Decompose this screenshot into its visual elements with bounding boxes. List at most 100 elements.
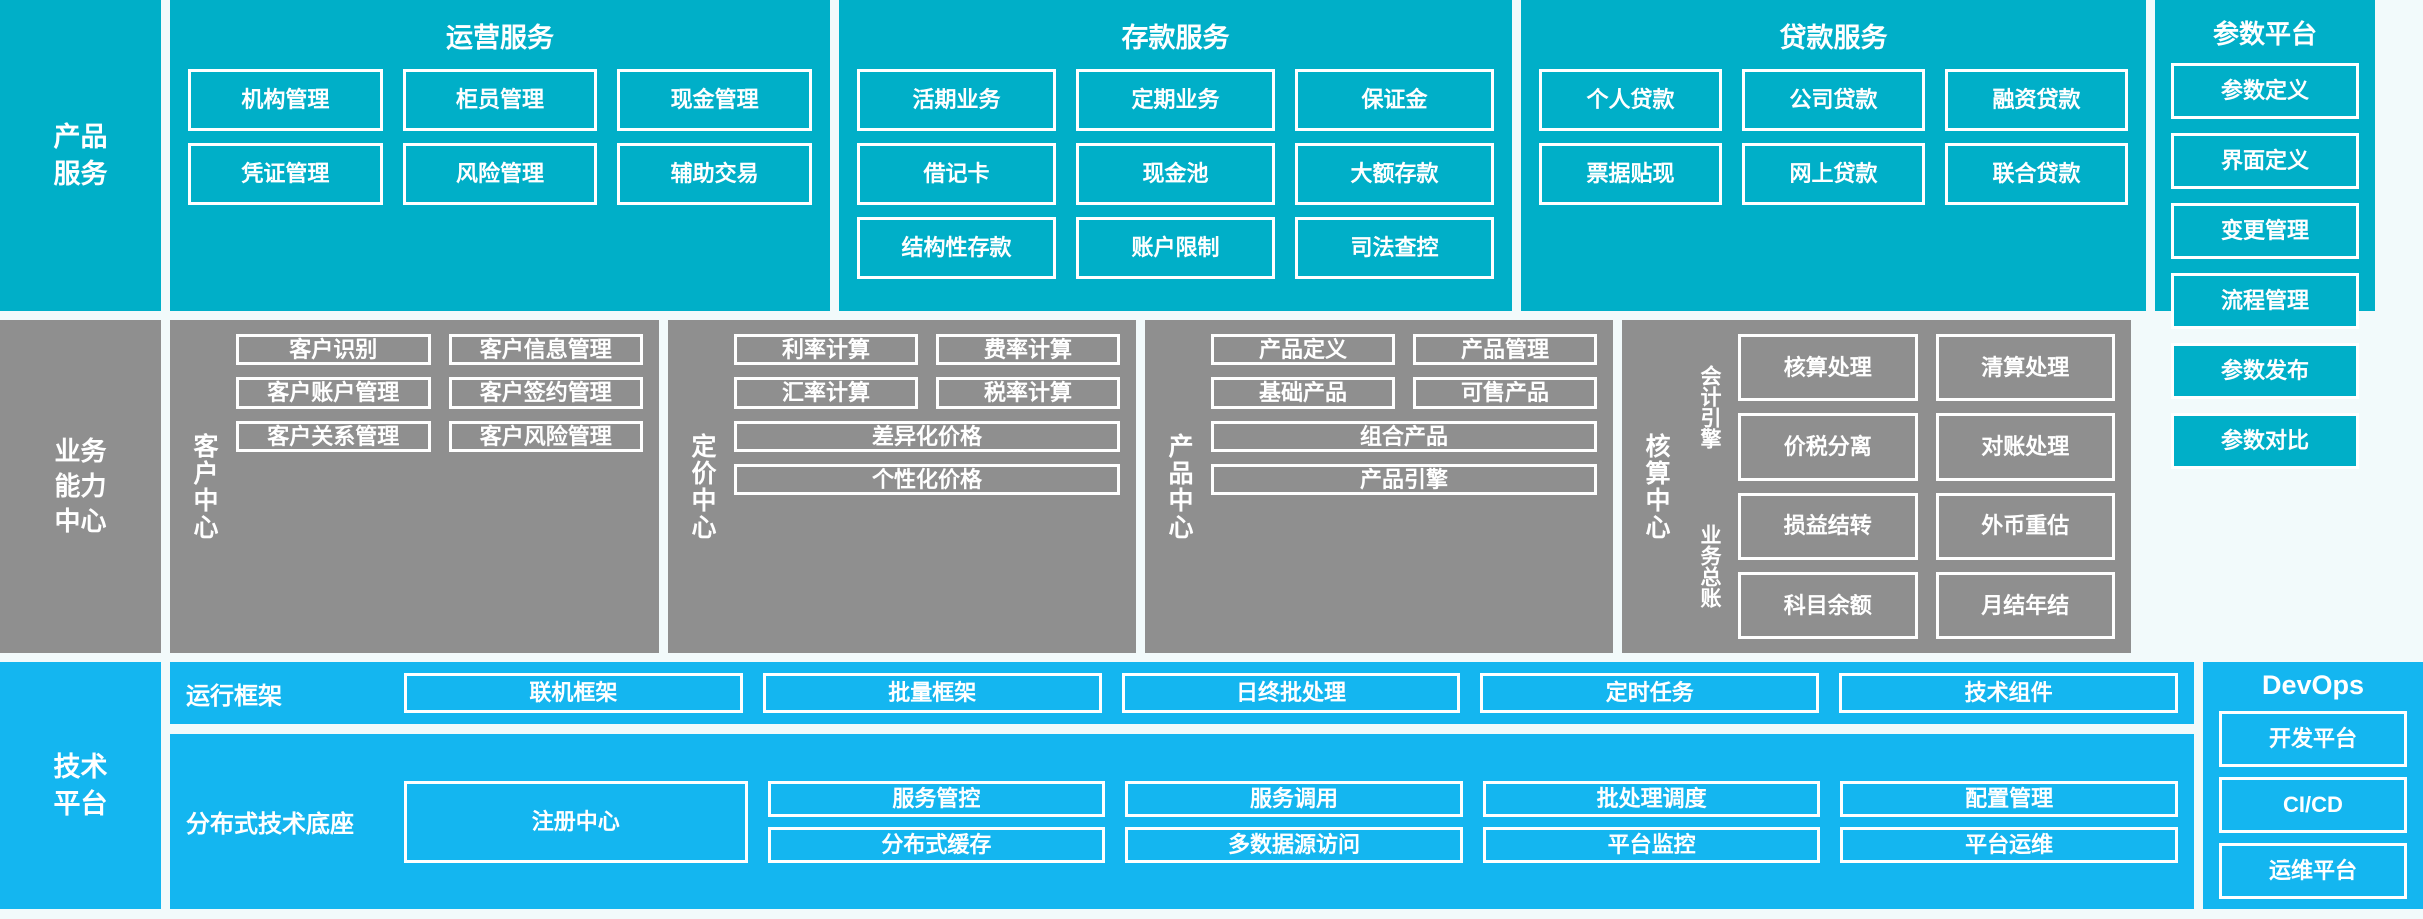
param-cell-parameter-definition[interactable]: 参数定义	[2171, 63, 2359, 119]
parameter-platform-list: 参数定义 界面定义 变更管理 流程管理 参数发布 参数对比	[2171, 55, 2359, 469]
service-cell-judicial-inquiry[interactable]: 司法查控	[1295, 217, 1494, 279]
param-cell-change-management[interactable]: 变更管理	[2171, 203, 2359, 259]
panel-accounting-center: 核算中心 会计引擎 业务总账 核算处理 清算处理 价税分离 对账处理	[1622, 320, 2131, 653]
capability-cell-tax-rate-calculation[interactable]: 税率计算	[936, 377, 1120, 409]
capability-cell-customer-info-management[interactable]: 客户信息管理	[448, 334, 643, 366]
capability-cell-foreign-currency-revaluation[interactable]: 外币重估	[1935, 492, 2115, 560]
capability-cell-month-year-end-closing[interactable]: 月结年结	[1935, 571, 2115, 639]
pricing-center-row-3: 差异化价格	[734, 420, 1120, 452]
tech-cell-platform-operations[interactable]: 平台运维	[1840, 826, 2178, 863]
business-capability-row: 业务 能力 中心 客户中心 客户识别 客户信息管理 客户账户管理 客户签约管理 …	[0, 320, 2423, 653]
lane-label-technical-platform-text: 技术 平台	[53, 752, 108, 819]
tech-cell-service-governance[interactable]: 服务管控	[767, 780, 1106, 817]
tech-cell-scheduled-task[interactable]: 定时任务	[1480, 673, 1820, 713]
tech-cell-online-framework[interactable]: 联机框架	[404, 673, 743, 713]
capability-cell-basic-product[interactable]: 基础产品	[1211, 377, 1395, 409]
service-cell-auxiliary-transaction[interactable]: 辅助交易	[617, 143, 813, 205]
service-cell-cash-pool[interactable]: 现金池	[1076, 143, 1275, 205]
service-cell-personal-loan[interactable]: 个人贷款	[1539, 69, 1722, 131]
capability-cell-composite-product[interactable]: 组合产品	[1211, 420, 1597, 452]
capability-cell-differentiated-pricing[interactable]: 差异化价格	[734, 420, 1120, 452]
product-center-row-1: 产品定义 产品管理	[1211, 334, 1597, 366]
service-cell-risk-management[interactable]: 风险管理	[402, 143, 598, 205]
service-cell-structured-deposit[interactable]: 结构性存款	[857, 217, 1056, 279]
devops-cell-development-platform[interactable]: 开发平台	[2219, 711, 2407, 767]
tech-cell-registry-center[interactable]: 注册中心	[404, 780, 748, 863]
service-cell-financing-loan[interactable]: 融资贷款	[1945, 69, 2128, 131]
capability-cell-account-balance[interactable]: 科目余额	[1738, 571, 1918, 639]
capability-cell-product-engine[interactable]: 产品引擎	[1211, 463, 1597, 496]
service-cell-margin-deposit[interactable]: 保证金	[1295, 69, 1494, 131]
capability-cell-price-tax-separation[interactable]: 价税分离	[1738, 413, 1918, 481]
capability-cell-customer-relationship-management[interactable]: 客户关系管理	[236, 420, 431, 452]
tech-cell-technical-component[interactable]: 技术组件	[1839, 673, 2178, 713]
panel-title-devops: DevOps	[2261, 670, 2365, 700]
capability-cell-profit-loss-carryover[interactable]: 损益结转	[1738, 492, 1918, 560]
capability-cell-sellable-product[interactable]: 可售产品	[1413, 377, 1597, 409]
tech-cell-configuration-management[interactable]: 配置管理	[1840, 780, 2178, 817]
capability-cell-exchange-rate-calculation[interactable]: 汇率计算	[734, 377, 918, 409]
capability-cell-product-definition[interactable]: 产品定义	[1211, 334, 1395, 366]
service-cell-large-deposit[interactable]: 大额存款	[1295, 143, 1494, 205]
deposit-services-row-1: 活期业务 定期业务 保证金	[857, 69, 1494, 131]
capability-cell-reconciliation-processing[interactable]: 对账处理	[1935, 413, 2115, 481]
service-cell-account-restriction[interactable]: 账户限制	[1076, 217, 1275, 279]
accounting-center-sublabels: 会计引擎 业务总账	[1688, 334, 1730, 639]
param-cell-interface-definition[interactable]: 界面定义	[2171, 133, 2359, 189]
tech-cell-service-invocation[interactable]: 服务调用	[1125, 780, 1463, 817]
accounting-sublabel-accounting-engine: 会计引擎	[1698, 365, 1721, 450]
capability-cell-customer-identification[interactable]: 客户识别	[236, 334, 431, 366]
tech-cell-multi-datasource-access[interactable]: 多数据源访问	[1125, 826, 1463, 863]
panel-customer-center: 客户中心 客户识别 客户信息管理 客户账户管理 客户签约管理 客户关系管理 客户…	[170, 320, 659, 653]
accounting-group-engine: 核算处理 清算处理 价税分离 对账处理	[1738, 334, 2115, 481]
panel-deposit-services: 存款服务 活期业务 定期业务 保证金 借记卡 现金池 大额存款 结构性存款 账户…	[839, 0, 1512, 311]
pricing-center-row-2: 汇率计算 税率计算	[734, 377, 1120, 409]
devops-cell-operations-platform[interactable]: 运维平台	[2219, 843, 2407, 899]
capability-cell-customer-contract-management[interactable]: 客户签约管理	[448, 377, 643, 409]
service-cell-online-loan[interactable]: 网上贷款	[1742, 143, 1925, 205]
service-cell-syndicated-loan[interactable]: 联合贷款	[1945, 143, 2128, 205]
param-cell-process-management[interactable]: 流程管理	[2171, 273, 2359, 329]
tech-cell-batch-scheduling[interactable]: 批处理调度	[1482, 780, 1821, 817]
operation-services-row-2: 凭证管理 风险管理 辅助交易	[188, 143, 813, 205]
service-cell-voucher-management[interactable]: 凭证管理	[188, 143, 383, 205]
tech-cell-eod-batch-processing[interactable]: 日终批处理	[1121, 673, 1461, 713]
center-label-product-center: 产品中心	[1165, 432, 1193, 541]
loan-services-row-1: 个人贷款 公司贷款 融资贷款	[1539, 69, 2128, 131]
capability-cell-customer-risk-management[interactable]: 客户风险管理	[448, 420, 643, 452]
center-label-accounting-center: 核算中心	[1642, 432, 1670, 541]
distributed-base-column-2: 服务调用 多数据源访问	[1125, 780, 1463, 863]
service-cell-time-deposit[interactable]: 定期业务	[1076, 69, 1275, 131]
capability-cell-customer-account-management[interactable]: 客户账户管理	[236, 377, 431, 409]
panel-title-parameter-platform: 参数平台	[2212, 19, 2317, 49]
service-cell-demand-deposit[interactable]: 活期业务	[857, 69, 1056, 131]
distributed-base-cells: 注册中心 服务管控 分布式缓存 服务调用 多数据源访问 批处理调度 平台监控	[404, 780, 2178, 863]
service-cell-corporate-loan[interactable]: 公司贷款	[1742, 69, 1925, 131]
product-center-row-2: 基础产品 可售产品	[1211, 377, 1597, 409]
product-services-row: 产品 服务 运营服务 机构管理 柜员管理 现金管理 凭证管理 风险管理 辅助交易…	[0, 0, 2423, 469]
service-cell-cash-management[interactable]: 现金管理	[617, 69, 813, 131]
tech-cell-platform-monitoring[interactable]: 平台监控	[1482, 826, 1821, 863]
capability-cell-accounting-processing[interactable]: 核算处理	[1738, 334, 1918, 402]
capability-cell-settlement-processing[interactable]: 清算处理	[1935, 334, 2115, 402]
tech-cell-distributed-cache[interactable]: 分布式缓存	[767, 826, 1106, 863]
capability-cell-personalized-pricing[interactable]: 个性化价格	[734, 463, 1120, 496]
capability-cell-fee-rate-calculation[interactable]: 费率计算	[936, 334, 1120, 366]
runtime-framework-cells: 联机框架 批量框架 日终批处理 定时任务 技术组件	[404, 673, 2178, 713]
product-center-row-4: 产品引擎	[1211, 463, 1597, 496]
capability-cell-product-management[interactable]: 产品管理	[1413, 334, 1597, 366]
pricing-center-row-4: 个性化价格	[734, 463, 1120, 496]
param-cell-parameter-publish[interactable]: 参数发布	[2171, 343, 2359, 399]
service-cell-teller-management[interactable]: 柜员管理	[402, 69, 598, 131]
capability-cell-interest-rate-calculation[interactable]: 利率计算	[734, 334, 918, 366]
panel-product-center: 产品中心 产品定义 产品管理 基础产品 可售产品 组合产品 产品引擎	[1145, 320, 1613, 653]
service-cell-org-management[interactable]: 机构管理	[188, 69, 383, 131]
service-cell-debit-card[interactable]: 借记卡	[857, 143, 1056, 205]
customer-center-row-2: 客户账户管理 客户签约管理	[236, 377, 643, 409]
devops-cell-ci-cd[interactable]: CI/CD	[2219, 777, 2407, 833]
deposit-services-row-3: 结构性存款 账户限制 司法查控	[857, 217, 1494, 279]
tech-cell-batch-framework[interactable]: 批量框架	[762, 673, 1102, 713]
band-label-runtime-framework: 运行框架	[186, 682, 282, 710]
service-cell-bill-discount[interactable]: 票据贴现	[1539, 143, 1722, 205]
param-cell-parameter-compare[interactable]: 参数对比	[2171, 413, 2359, 469]
